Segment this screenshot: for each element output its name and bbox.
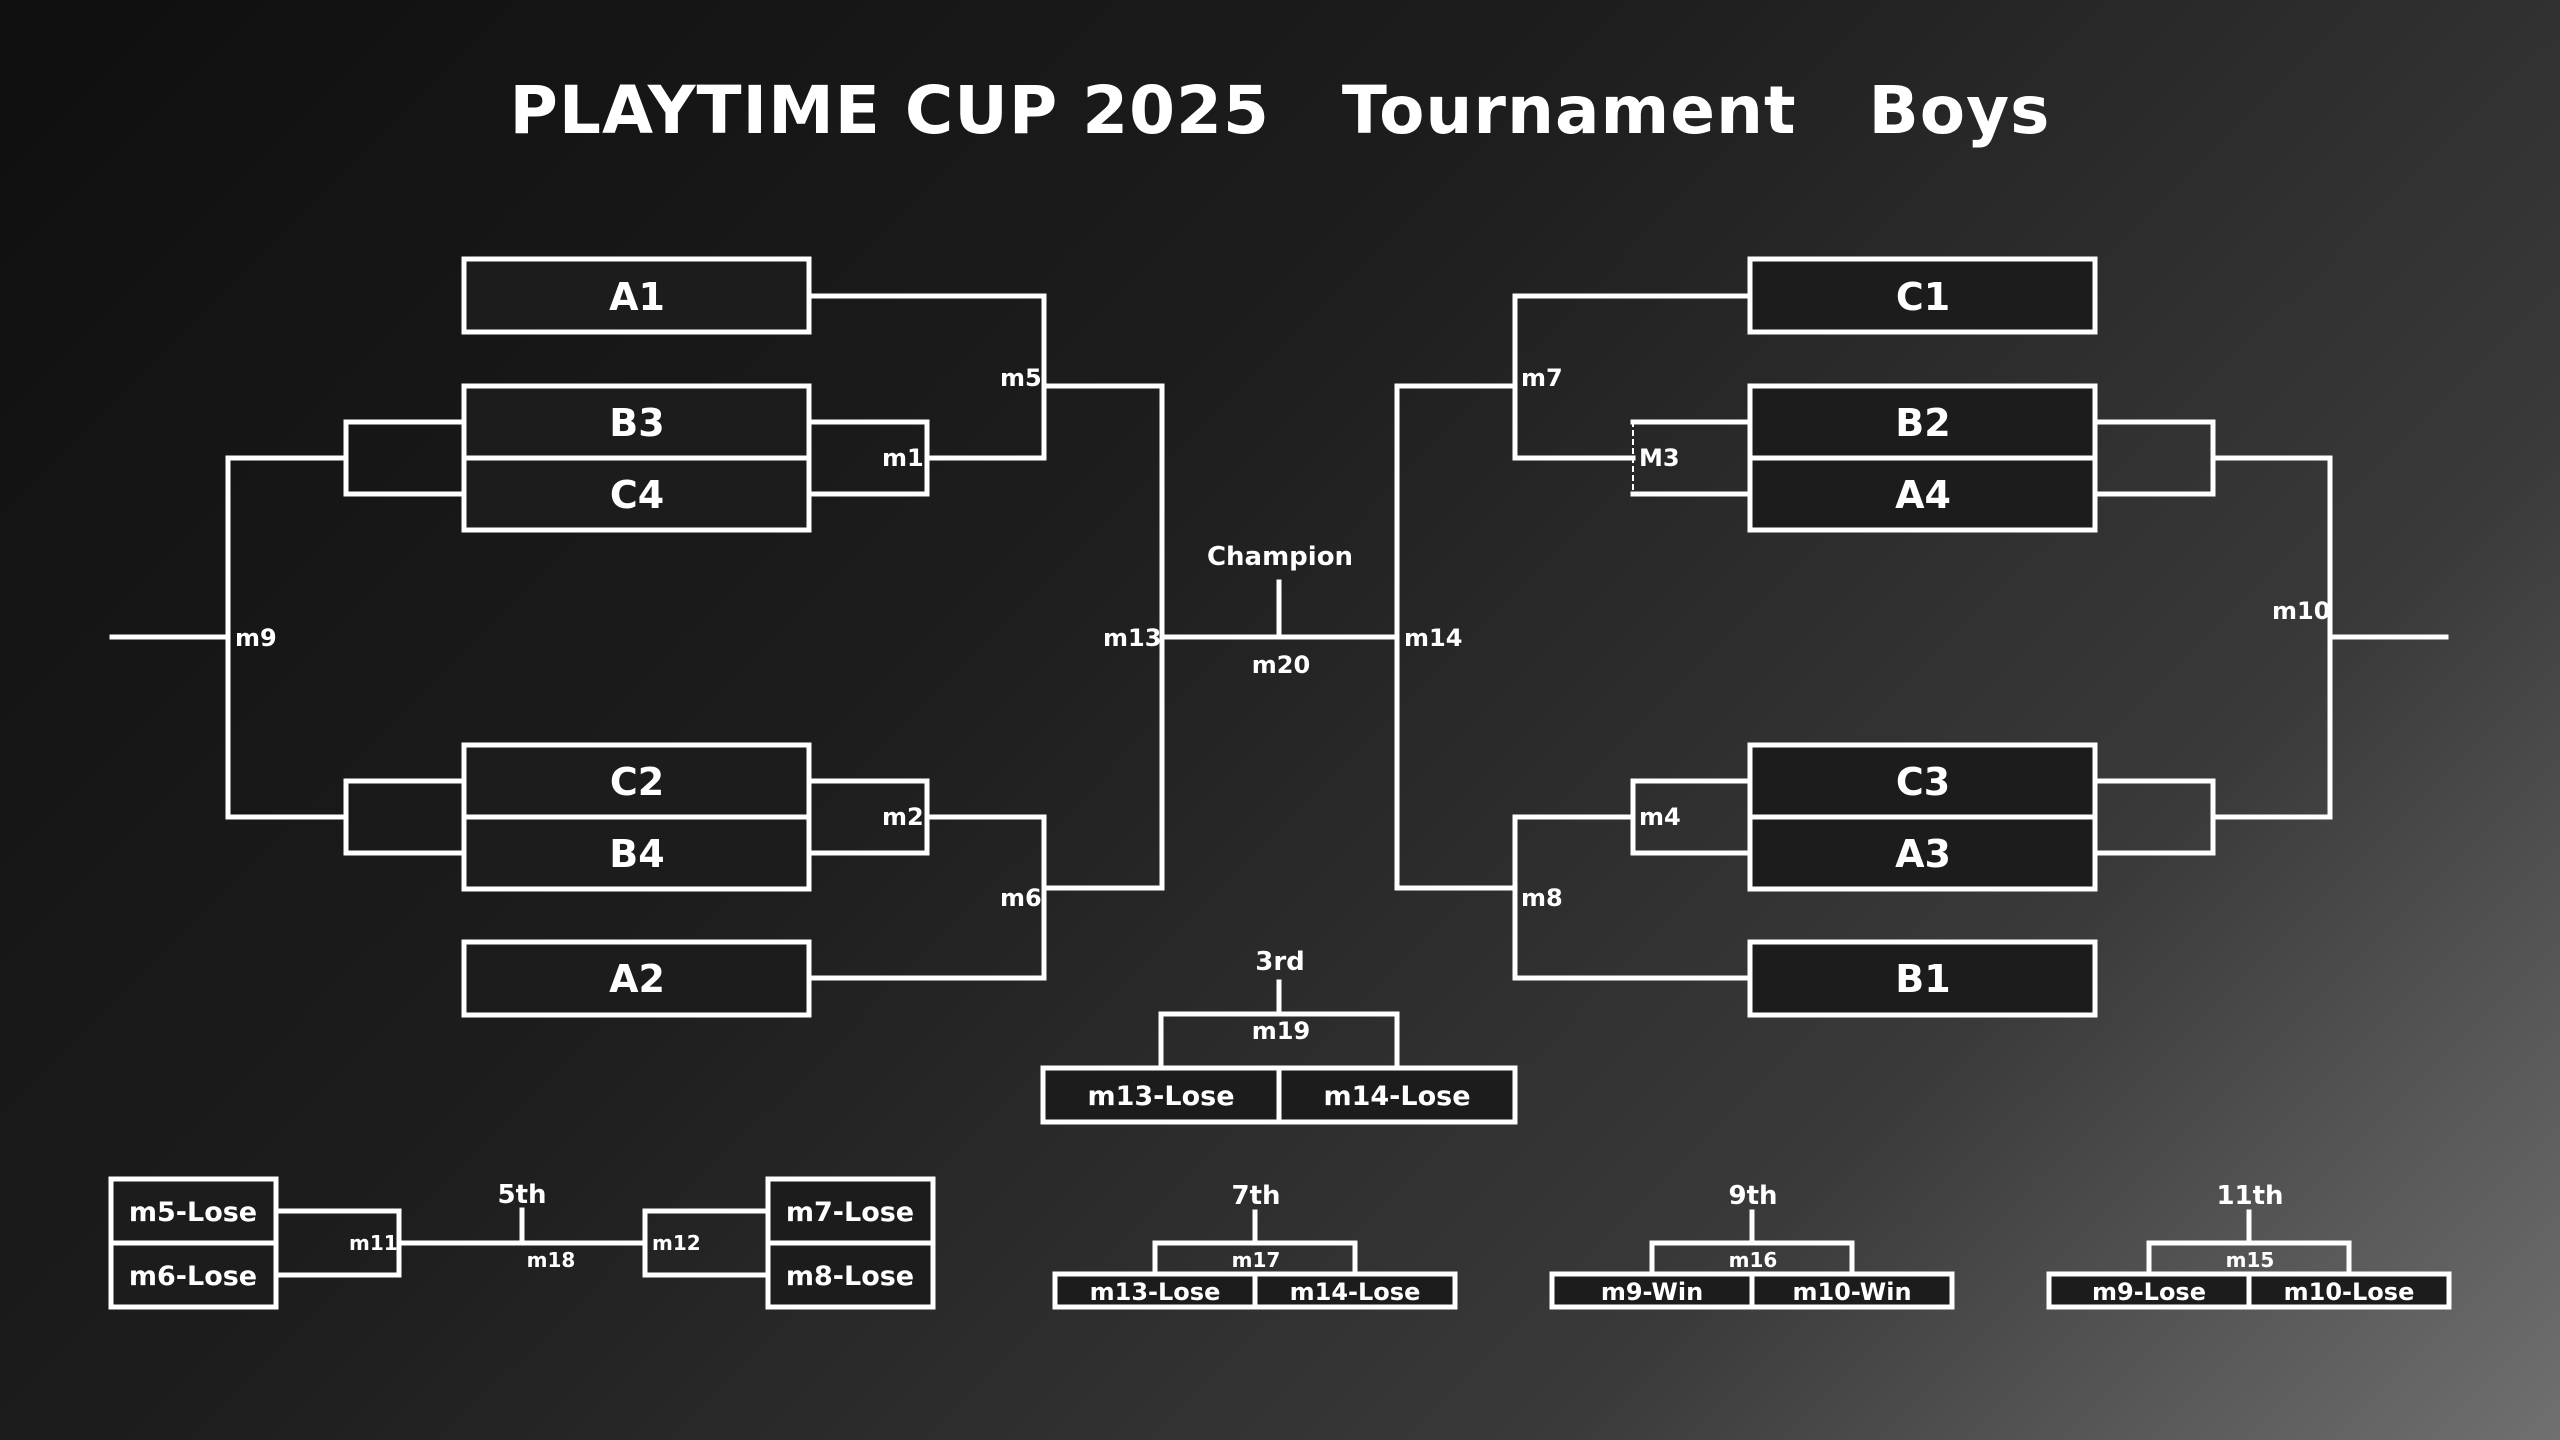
fifth-left-top-slot: m5-Lose: [129, 1197, 257, 1228]
eleventh-right-slot: m10-Lose: [2284, 1278, 2415, 1306]
match-m15: m15: [2226, 1248, 2275, 1272]
team-a1: A1: [609, 275, 665, 319]
team-b1: B1: [1895, 957, 1950, 1001]
fifth-right-bottom-slot: m8-Lose: [786, 1261, 914, 1292]
match-m3: M3: [1639, 444, 1680, 472]
team-a2: A2: [609, 957, 665, 1001]
match-m11: m11: [349, 1231, 398, 1255]
eleventh-left-slot: m9-Lose: [2092, 1278, 2206, 1306]
champion-label: Champion: [1207, 542, 1353, 572]
match-m17: m17: [1232, 1248, 1281, 1272]
match-m1: m1: [882, 444, 924, 472]
fifth-left-bottom-slot: m6-Lose: [129, 1261, 257, 1292]
third-right-slot: m14-Lose: [1323, 1081, 1470, 1112]
team-c1: C1: [1896, 275, 1950, 319]
fifth-place-label: 5th: [497, 1180, 546, 1210]
match-m2: m2: [882, 803, 924, 831]
team-c2: C2: [610, 760, 664, 804]
third-place-label: 3rd: [1255, 947, 1305, 977]
match-m7: m7: [1521, 364, 1563, 392]
match-m6: m6: [1000, 884, 1042, 912]
match-m20: m20: [1252, 651, 1310, 679]
match-m19: m19: [1252, 1017, 1310, 1045]
team-b2: B2: [1895, 401, 1950, 445]
match-m16: m16: [1729, 1248, 1778, 1272]
team-c4: C4: [610, 473, 664, 517]
team-a3: A3: [1895, 832, 1951, 876]
team-c3: C3: [1896, 760, 1950, 804]
fifth-right-top-slot: m7-Lose: [786, 1197, 914, 1228]
team-b3: B3: [609, 401, 664, 445]
seventh-place-label: 7th: [1231, 1181, 1280, 1211]
seventh-right-slot: m14-Lose: [1290, 1278, 1421, 1306]
eleventh-place-label: 11th: [2216, 1181, 2283, 1211]
match-m9: m9: [235, 624, 277, 652]
team-b4: B4: [609, 832, 664, 876]
ninth-place-label: 9th: [1728, 1181, 1777, 1211]
match-m5: m5: [1000, 364, 1042, 392]
match-m4: m4: [1639, 803, 1681, 831]
match-m13: m13: [1103, 624, 1161, 652]
ninth-right-slot: m10-Win: [1792, 1278, 1911, 1306]
team-box-a1: [461, 256, 812, 335]
third-left-slot: m13-Lose: [1087, 1081, 1234, 1112]
seventh-left-slot: m13-Lose: [1090, 1278, 1221, 1306]
page-title: PLAYTIME CUP 2025 Tournament Boys: [509, 72, 2051, 149]
match-m8: m8: [1521, 884, 1563, 912]
ninth-left-slot: m9-Win: [1601, 1278, 1703, 1306]
match-m10: m10: [2272, 597, 2330, 625]
match-m14: m14: [1404, 624, 1462, 652]
team-a4: A4: [1895, 473, 1951, 517]
match-m18: m18: [527, 1248, 576, 1272]
match-m12: m12: [652, 1231, 701, 1255]
